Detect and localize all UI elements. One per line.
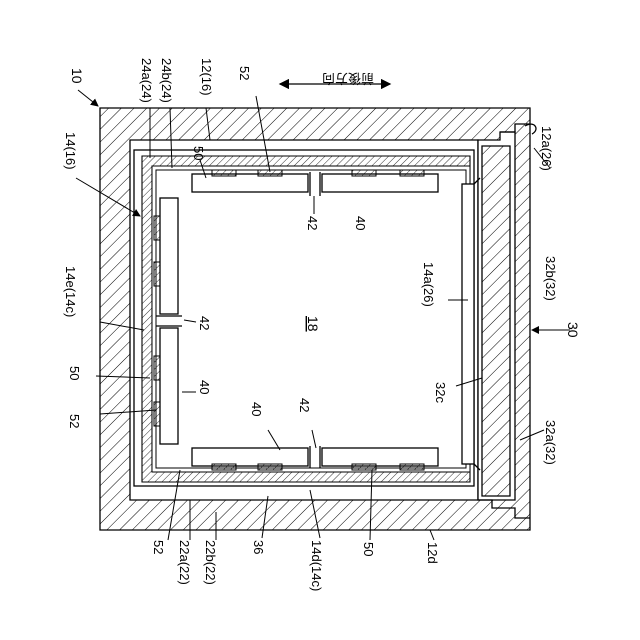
label-12d: 12d	[425, 542, 440, 564]
label-40-top: 40	[353, 216, 368, 230]
label-12-16: 12(16)	[199, 58, 214, 96]
right-panel-14a	[462, 178, 480, 470]
label-52-bot: 52	[151, 540, 166, 554]
label-18: 18	[305, 316, 321, 332]
label-52-left: 52	[67, 414, 82, 428]
label-14d: 14d(14c)	[309, 540, 324, 591]
label-50-top: 50	[191, 146, 206, 160]
label-50-bot: 50	[361, 542, 376, 556]
label-40-bot: 40	[249, 402, 264, 416]
label-40-left: 40	[197, 380, 212, 394]
label-32a: 32a(32)	[543, 420, 558, 465]
direction-arrow: 前後方向	[280, 71, 390, 86]
label-36: 36	[251, 540, 266, 554]
label-42-left: 42	[197, 316, 212, 330]
label-42-top: 42	[305, 216, 320, 230]
label-50-left: 50	[67, 366, 82, 380]
ref-10: 10	[69, 68, 85, 84]
label-24b: 24b(24)	[159, 58, 174, 103]
label-14a: 14a(26)	[421, 262, 436, 307]
inner-wall-14	[134, 150, 474, 486]
label-30: 30	[565, 322, 581, 338]
label-32b: 32b(32)	[543, 256, 558, 301]
label-14-16: 14(16)	[63, 132, 78, 170]
label-22b: 22b(22)	[203, 540, 218, 585]
label-12a: 12a(26)	[539, 126, 554, 171]
label-14e: 14e(14c)	[63, 266, 78, 317]
direction-label: 前後方向	[322, 71, 374, 86]
label-22a: 22a(22)	[177, 540, 192, 585]
label-52-top: 52	[237, 66, 252, 80]
label-32c: 32c	[433, 382, 448, 403]
label-42-bot: 42	[297, 398, 312, 412]
label-24a: 24a(24)	[139, 58, 154, 103]
